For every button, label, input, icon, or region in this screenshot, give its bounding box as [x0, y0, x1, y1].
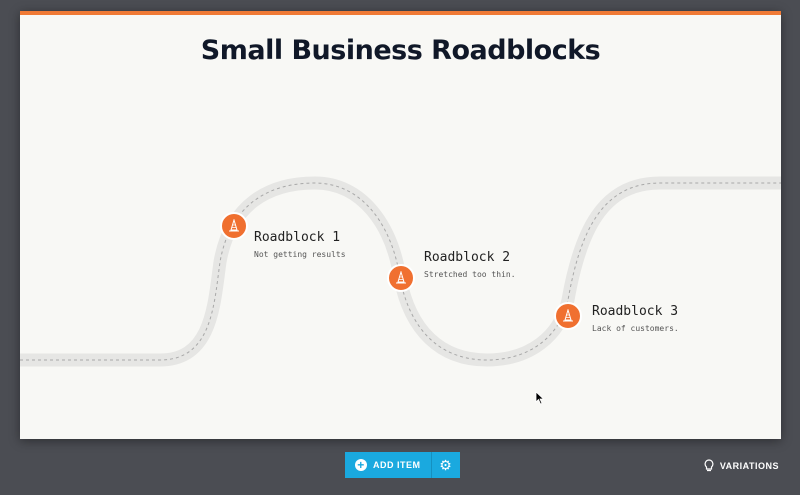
roadblock-1-marker[interactable] — [220, 212, 248, 240]
roadblock-3[interactable]: Roadblock 3 Lack of customers. — [592, 304, 679, 333]
variations-button[interactable]: VARIATIONS — [704, 459, 779, 472]
traffic-cone-icon — [563, 309, 573, 322]
roadblock-title: Roadblock 3 — [592, 304, 679, 319]
add-item-button[interactable]: + ADD ITEM — [345, 452, 432, 478]
roadblock-title: Roadblock 2 — [424, 250, 511, 265]
roadblock-description: Stretched too thin. — [424, 270, 516, 279]
slide-toolbar: + ADD ITEM ⚙ — [345, 452, 460, 478]
variations-label: VARIATIONS — [719, 460, 779, 471]
roadblock-3-marker[interactable] — [554, 302, 582, 330]
lightbulb-icon — [704, 459, 714, 472]
roadblock-1[interactable]: Roadblock 1 Not getting results — [254, 230, 346, 259]
slide-title[interactable]: Small Business Roadblocks — [200, 35, 601, 66]
settings-button[interactable]: ⚙ — [432, 452, 460, 478]
gear-icon: ⚙ — [439, 456, 452, 473]
accent-bar — [20, 11, 781, 15]
slide-canvas[interactable]: Small Business Roadblocks Roadblock 1 No… — [20, 11, 781, 439]
roadblock-description: Lack of customers. — [592, 324, 679, 333]
plus-circle-icon: + — [355, 459, 367, 471]
roadblock-2-marker[interactable] — [387, 264, 415, 292]
traffic-cone-icon — [396, 271, 406, 284]
mouse-cursor-icon — [535, 391, 545, 405]
traffic-cone-icon — [229, 219, 239, 232]
add-item-label: ADD ITEM — [373, 460, 421, 470]
roadblock-title: Roadblock 1 — [254, 230, 341, 245]
roadblock-description: Not getting results — [254, 250, 346, 259]
roadblock-2[interactable]: Roadblock 2 Stretched too thin. — [424, 250, 516, 279]
road-path — [20, 176, 781, 367]
